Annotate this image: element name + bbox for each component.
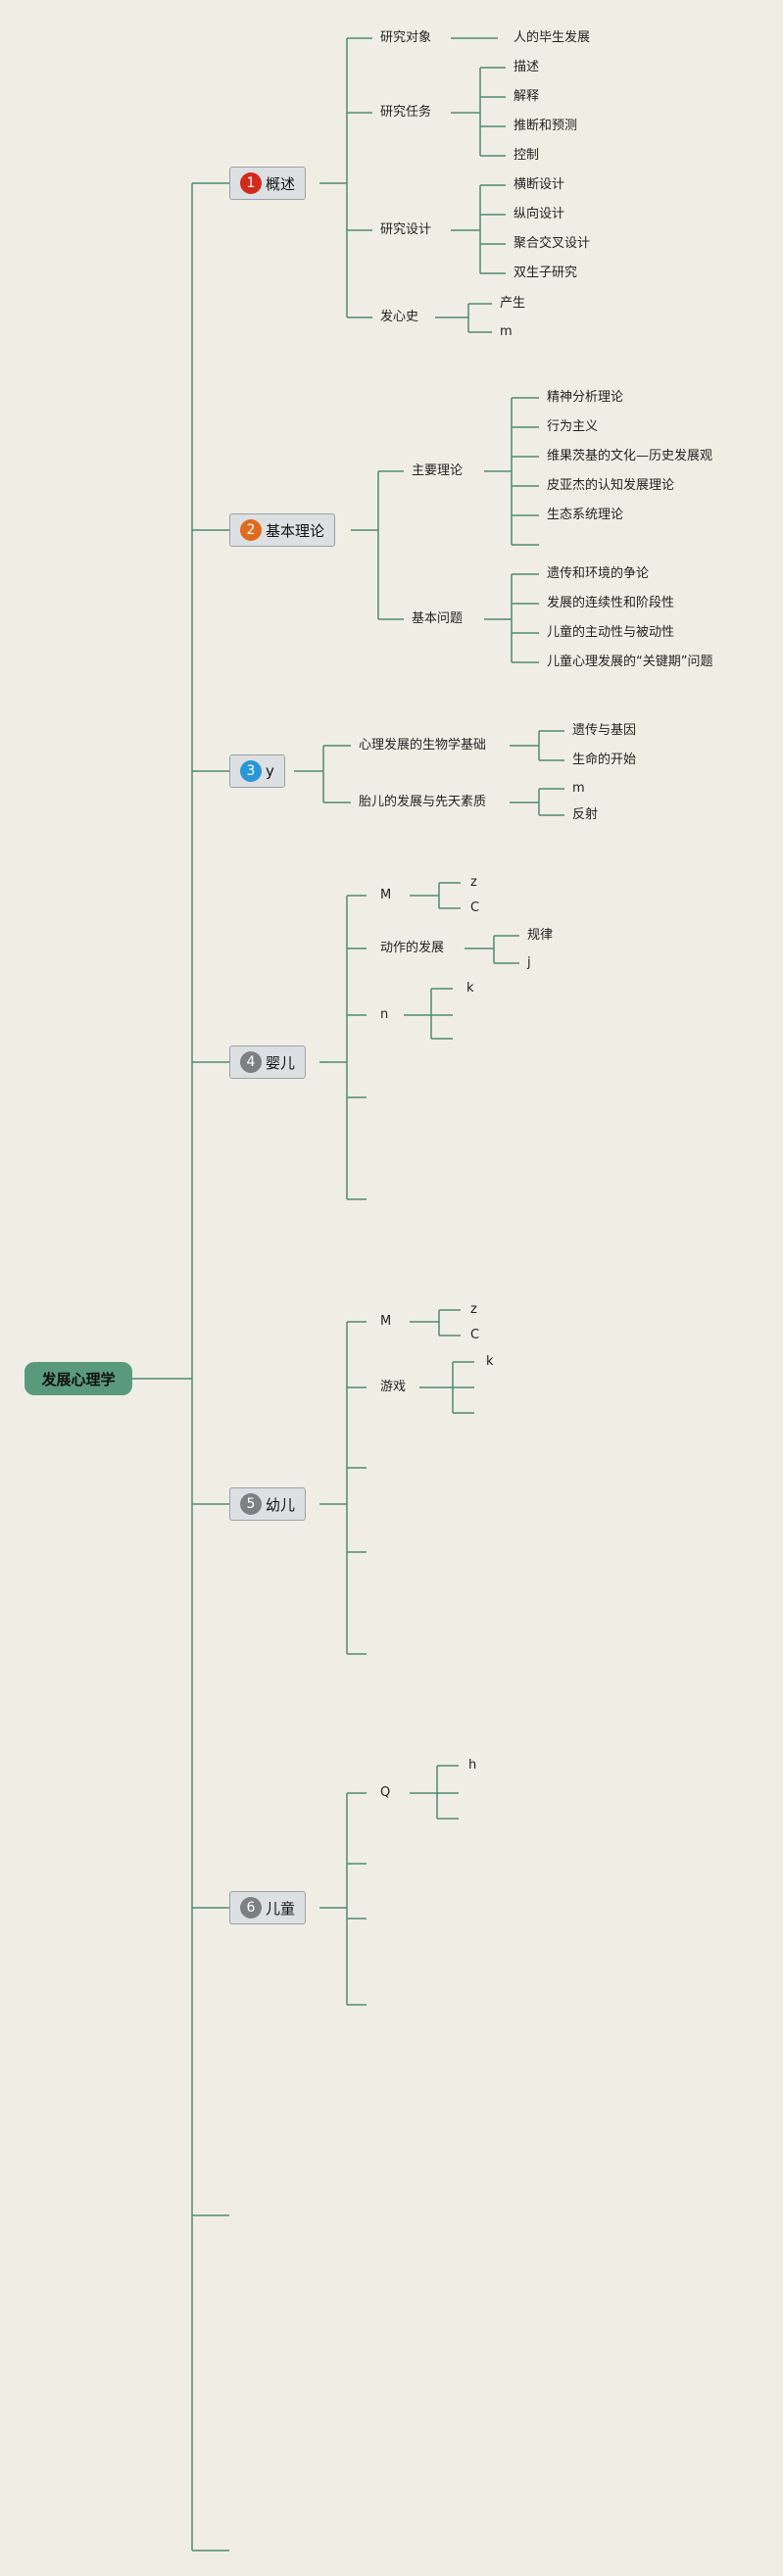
leaf[interactable]: C	[470, 1328, 480, 1342]
number-badge-5: 5	[240, 1493, 262, 1515]
topic-label: 儿童	[266, 1899, 296, 1918]
node-research-task[interactable]: 研究任务	[380, 105, 432, 120]
leaf[interactable]: z	[470, 1302, 477, 1317]
root-node[interactable]: 发展心理学	[24, 1362, 132, 1395]
leaf[interactable]: j	[527, 955, 531, 970]
node-play[interactable]: 游戏	[380, 1380, 407, 1394]
node-m[interactable]: M	[380, 1314, 392, 1329]
node-fetal[interactable]: 胎儿的发展与先天素质	[359, 795, 487, 809]
leaf[interactable]: 生态系统理论	[547, 508, 624, 522]
node-motor-dev[interactable]: 动作的发展	[380, 941, 445, 955]
leaf[interactable]: 维果茨基的文化—历史发展观	[547, 449, 713, 463]
leaf[interactable]: 规律	[527, 928, 554, 943]
node-m[interactable]: M	[380, 888, 392, 902]
leaf[interactable]: 遗传与基因	[572, 723, 637, 738]
leaf[interactable]: 纵向设计	[514, 207, 565, 221]
node-bio-basis[interactable]: 心理发展的生物学基础	[359, 738, 487, 753]
topic-label: 幼儿	[266, 1495, 296, 1514]
topic-label: y	[266, 762, 274, 780]
leaf[interactable]: h	[468, 1758, 477, 1773]
leaf[interactable]: 反射	[572, 807, 599, 822]
topic-label: 概述	[266, 174, 296, 193]
node-history[interactable]: 发心史	[380, 310, 419, 324]
node-q[interactable]: Q	[380, 1785, 391, 1800]
topic-label: 基本理论	[266, 521, 325, 540]
leaf[interactable]: 生命的开始	[572, 753, 637, 767]
leaf[interactable]: 聚合交叉设计	[514, 236, 591, 251]
leaf[interactable]: m	[572, 781, 585, 796]
leaf[interactable]: C	[470, 900, 480, 915]
node-n[interactable]: n	[380, 1007, 389, 1022]
node-basic-issues[interactable]: 基本问题	[412, 611, 464, 626]
leaf[interactable]: 描述	[514, 60, 540, 74]
leaf[interactable]: 解释	[514, 89, 540, 104]
number-badge-2: 2	[240, 519, 262, 541]
root-label: 发展心理学	[41, 1370, 116, 1388]
leaf[interactable]: 皮亚杰的认知发展理论	[547, 478, 675, 493]
number-badge-4: 4	[240, 1051, 262, 1073]
leaf[interactable]: 控制	[514, 148, 540, 163]
leaf[interactable]: m	[500, 324, 513, 339]
node-research-object[interactable]: 研究对象	[380, 30, 432, 45]
leaf[interactable]: 儿童的主动性与被动性	[547, 625, 675, 640]
topic-label: 婴儿	[266, 1053, 296, 1072]
leaf[interactable]: 双生子研究	[514, 266, 578, 280]
number-badge-6: 6	[240, 1897, 262, 1919]
node-main-theory[interactable]: 主要理论	[412, 463, 464, 478]
leaf[interactable]: 遗传和环境的争论	[547, 566, 650, 581]
number-badge-3: 3	[240, 760, 262, 782]
leaf[interactable]: k	[486, 1354, 494, 1369]
leaf[interactable]: 精神分析理论	[547, 390, 624, 405]
leaf[interactable]: z	[470, 875, 477, 890]
leaf[interactable]: 产生	[500, 296, 526, 311]
node-research-design[interactable]: 研究设计	[380, 222, 432, 237]
leaf[interactable]: 儿童心理发展的“关键期”问题	[547, 655, 713, 669]
leaf[interactable]: 行为主义	[547, 419, 599, 434]
leaf[interactable]: 人的毕生发展	[514, 30, 591, 45]
leaf[interactable]: 横断设计	[514, 177, 565, 192]
leaf[interactable]: 推断和预测	[514, 119, 578, 133]
number-badge-1: 1	[240, 172, 262, 194]
leaf[interactable]: k	[466, 981, 474, 996]
leaf[interactable]: 发展的连续性和阶段性	[547, 596, 675, 610]
